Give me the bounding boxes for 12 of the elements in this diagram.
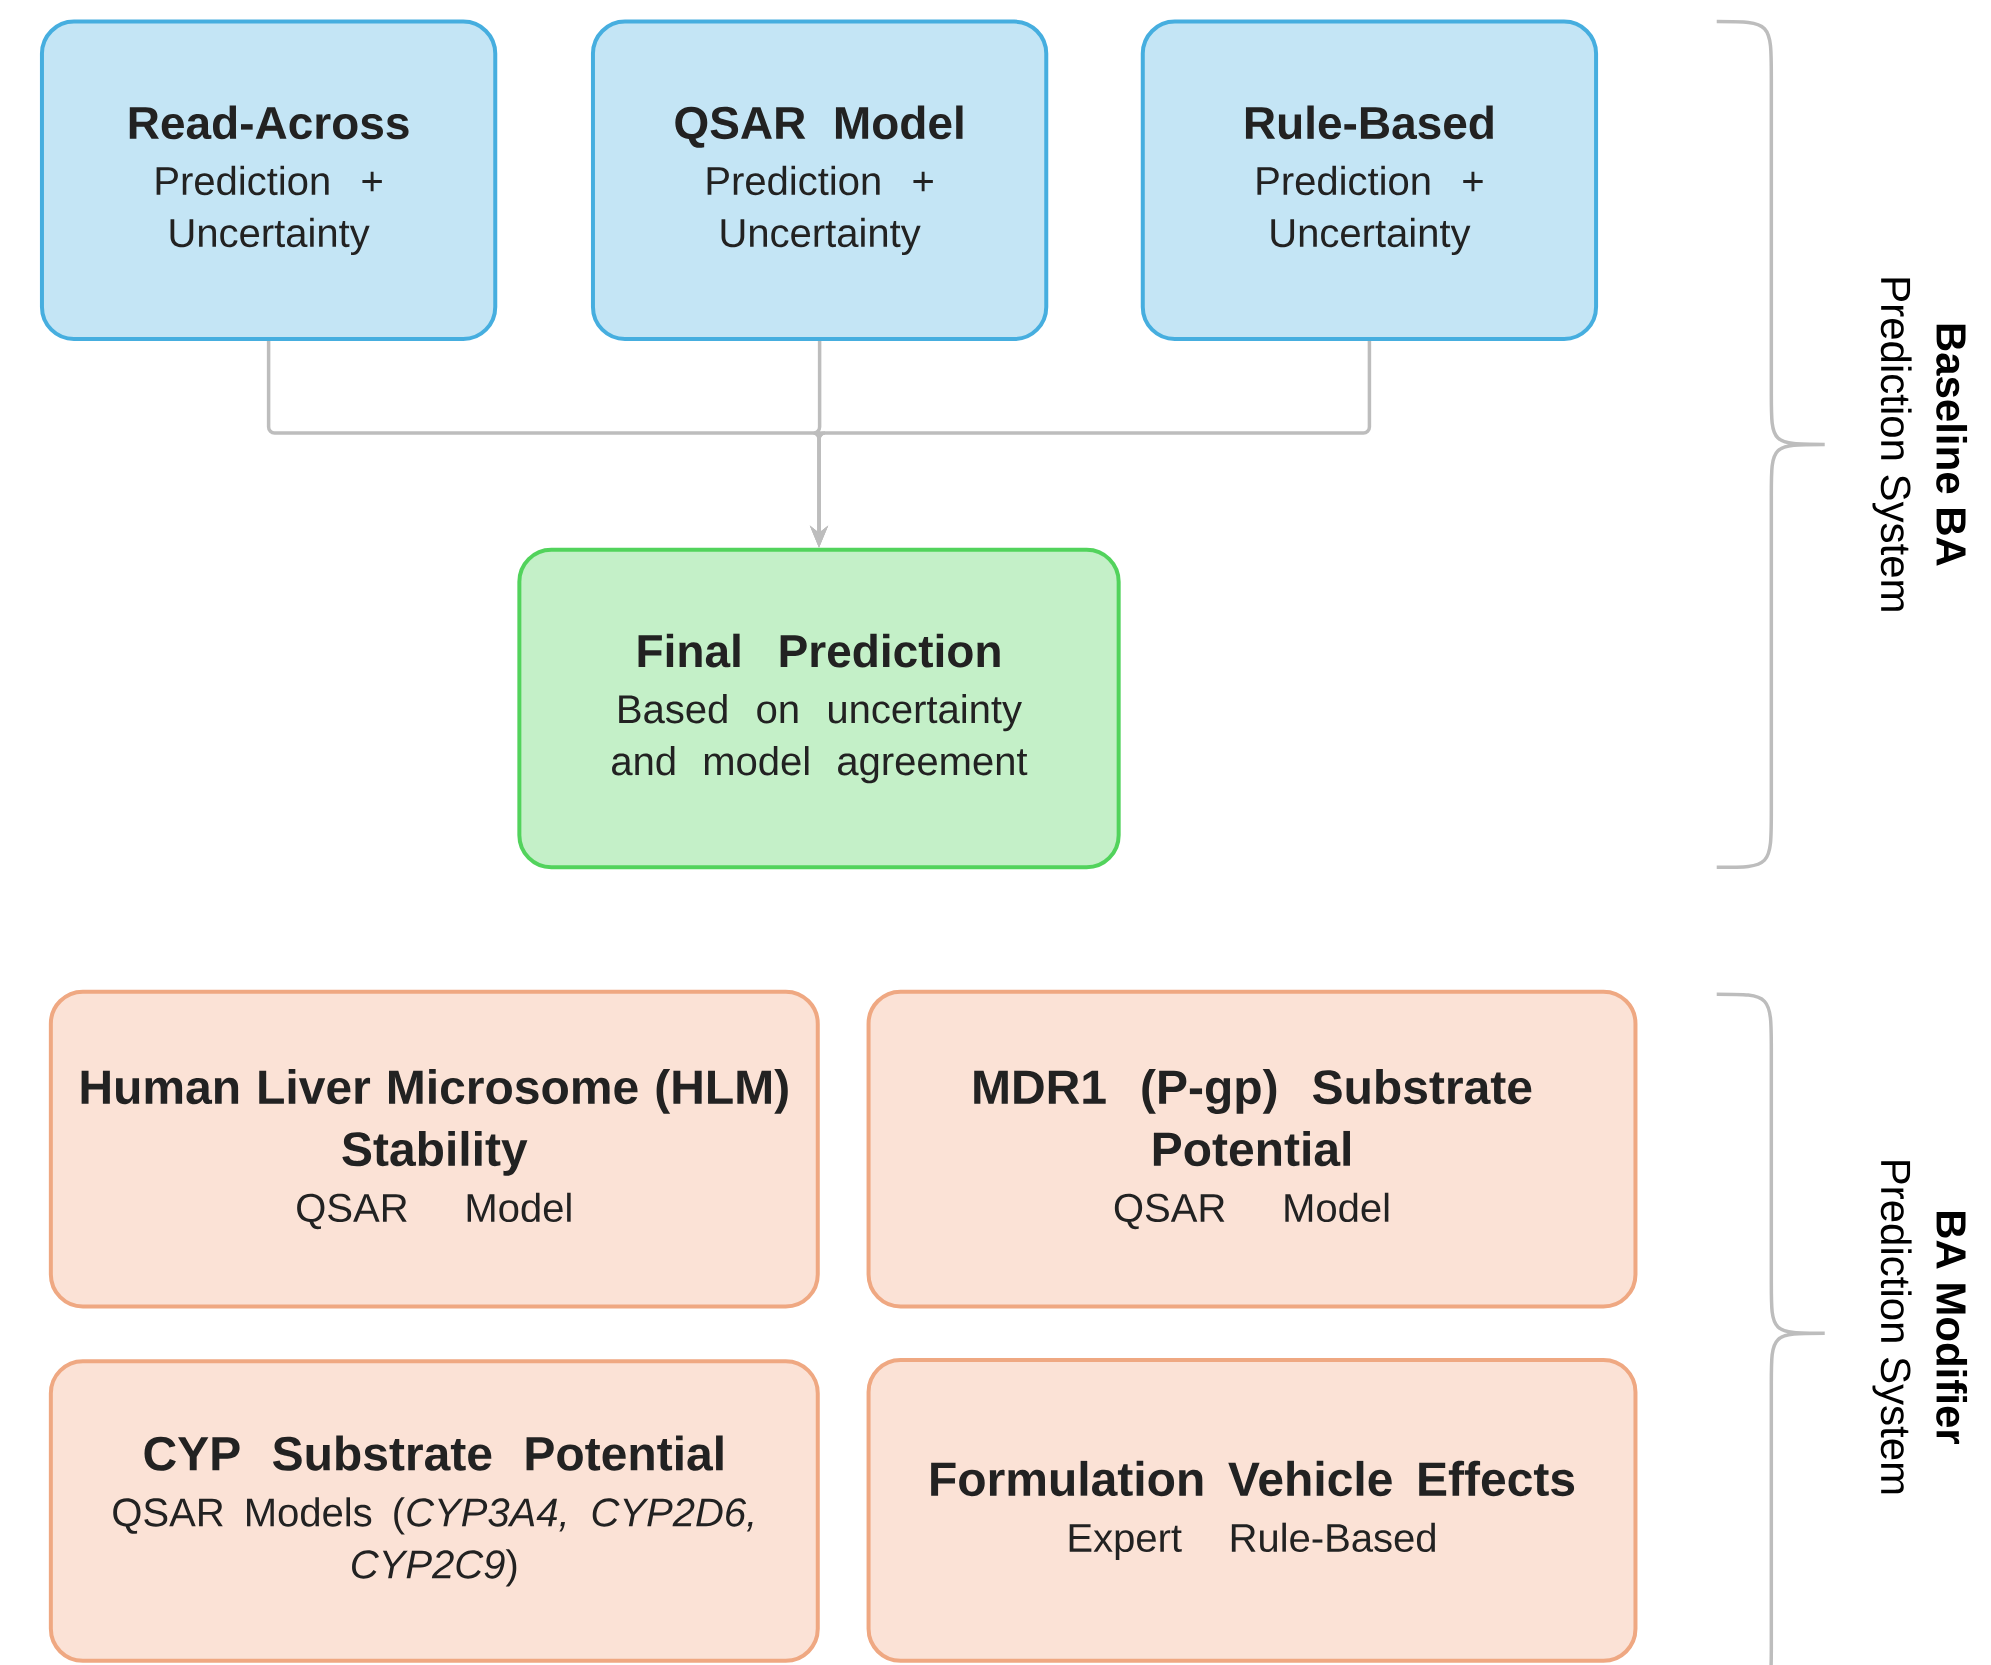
model-box: Rule-Based Prediction + Uncertainty (1140, 19, 1599, 341)
side-label: Prediction System (1872, 278, 1912, 611)
modifier-box: Human Liver Microsome (HLM) Stability QSAR Model (48, 989, 820, 1309)
model-box: Read-Across Prediction + Uncertainty (39, 19, 498, 341)
modifier-box: MDR1 (P-gp) Substrate Potential QSAR Model (866, 989, 1638, 1309)
result-box: Final Prediction Based on uncertainty and model agreement (517, 547, 1121, 870)
model-box: QSAR Model Prediction + Uncertainty (590, 19, 1049, 341)
side-label: Baseline BA (1936, 324, 1968, 566)
modifier-box: CYP Substrate Potential QSAR Models (CYP3A4, CYP2D6, CYP2C9) (48, 1359, 820, 1663)
side-label: BA Modifier (1936, 1211, 1968, 1445)
modifier-box: Formulation Vehicle Effects Expert Rule-Based (866, 1357, 1638, 1663)
side-label: Prediction System (1872, 1161, 1912, 1494)
